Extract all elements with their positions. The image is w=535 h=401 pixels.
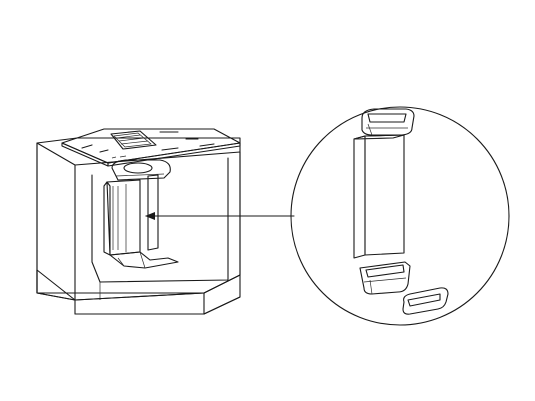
duct-bottom-elbow bbox=[359, 261, 411, 295]
extractor-grille bbox=[110, 130, 157, 150]
cabinet bbox=[36, 137, 241, 315]
downdraft-extractor bbox=[103, 159, 179, 269]
installed-duct bbox=[106, 179, 141, 256]
duct-end-cap bbox=[402, 287, 449, 315]
duct-top-elbow bbox=[361, 108, 415, 136]
cabinet-side-panel bbox=[36, 142, 76, 301]
induction-cooktop bbox=[61, 128, 241, 167]
cabinet-plinth bbox=[36, 269, 241, 315]
installed-elbow bbox=[109, 251, 179, 269]
motor-housing bbox=[111, 159, 171, 181]
detail-circle bbox=[290, 106, 510, 326]
cabinet-interior bbox=[91, 157, 229, 283]
detail-circle-border bbox=[290, 106, 510, 326]
duct-straight-section bbox=[353, 134, 405, 259]
